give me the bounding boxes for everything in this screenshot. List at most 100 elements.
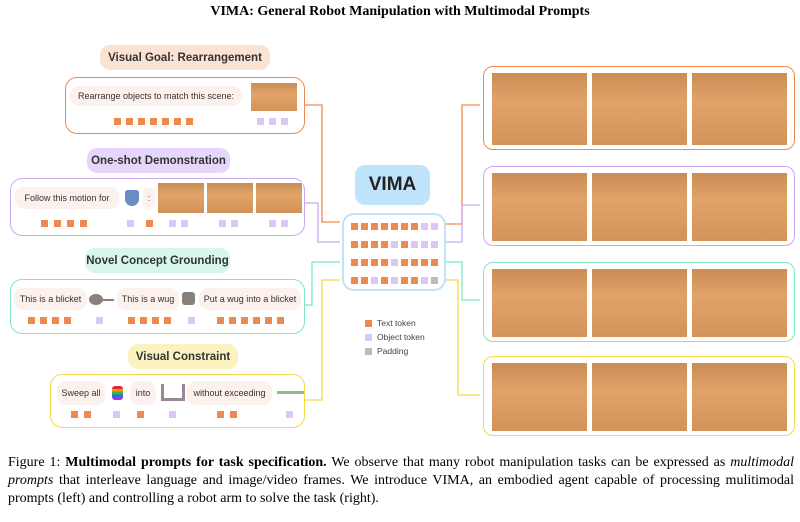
object-token (269, 220, 276, 227)
rollout-frame (591, 72, 688, 146)
rollout-frame (591, 172, 688, 242)
prompt-text: This is a blicket (14, 288, 87, 310)
legend-padding: Padding (365, 346, 425, 356)
text-token (71, 411, 78, 418)
legend: Text token Object token Padding (365, 318, 425, 356)
novel-concept-prompt: This is a blicket This is a wug Put a wu… (10, 279, 305, 334)
text-token (401, 223, 408, 230)
object-token (257, 118, 264, 125)
rollout-novel-concept (483, 262, 795, 342)
text-token (84, 411, 91, 418)
text-token (164, 317, 171, 324)
text-token (126, 118, 133, 125)
line-constraint-icon (277, 391, 304, 394)
rollout-frame (691, 268, 788, 338)
text-token (411, 223, 418, 230)
text-token (361, 259, 368, 266)
object-token (391, 277, 398, 284)
text-token (351, 259, 358, 266)
text-token (431, 259, 438, 266)
text-token (381, 259, 388, 266)
text-token (241, 317, 248, 324)
object-token (113, 411, 120, 418)
visual-constraint-label: Visual Constraint (128, 344, 238, 369)
prompt-text: into (130, 381, 156, 405)
text-token (361, 277, 368, 284)
prompt-text: Put a wug into a blicket (199, 288, 301, 310)
text-token (186, 118, 193, 125)
object-token (431, 223, 438, 230)
text-token (351, 223, 358, 230)
text-token (128, 317, 135, 324)
blicket-icon (89, 294, 103, 305)
text-token (174, 118, 181, 125)
figure-caption: Figure 1: Multimodal prompts for task sp… (8, 455, 794, 507)
demo-frame (157, 182, 205, 214)
object-token (421, 277, 428, 284)
legend-text-token: Text token (365, 318, 425, 328)
rollout-frame (691, 362, 788, 432)
connector-arrows (305, 104, 480, 401)
object-token (281, 220, 288, 227)
object-token (421, 241, 428, 248)
text-token (137, 411, 144, 418)
visual-constraint-prompt: Sweep all into without exceeding (50, 374, 305, 428)
stacked-objects-icon (112, 386, 123, 400)
text-token (41, 220, 48, 227)
object-token (169, 220, 176, 227)
text-token (150, 118, 157, 125)
text-token (351, 241, 358, 248)
text-token (371, 223, 378, 230)
object-token (391, 241, 398, 248)
text-token (230, 411, 237, 418)
prompt-text: Rearrange objects to match this scene: (70, 86, 242, 106)
text-token (421, 259, 428, 266)
rollout-frame (591, 362, 688, 432)
text-token (217, 317, 224, 324)
text-token (28, 317, 35, 324)
text-token (277, 317, 284, 324)
object-token (371, 277, 378, 284)
colon: : (143, 187, 155, 209)
rollout-frame (491, 172, 588, 242)
text-token (54, 220, 61, 227)
object-token (181, 220, 188, 227)
one-shot-prompt: Follow this motion for : (10, 178, 305, 236)
text-token (351, 277, 358, 284)
legend-object-token: Object token (365, 332, 425, 342)
text-token (411, 277, 418, 284)
text-token (52, 317, 59, 324)
text-token (152, 317, 159, 324)
text-token (114, 118, 121, 125)
token-matrix (342, 213, 446, 291)
object-token (169, 411, 176, 418)
wug-icon (182, 292, 195, 305)
object-token (219, 220, 226, 227)
text-token (401, 277, 408, 284)
text-token (391, 223, 398, 230)
text-token (229, 317, 236, 324)
visual-goal-label: Visual Goal: Rearrangement (100, 45, 270, 70)
text-token (64, 317, 71, 324)
object-token (391, 259, 398, 266)
demo-frame (255, 182, 303, 214)
vima-label: VIMA (355, 165, 430, 205)
object-token (411, 241, 418, 248)
rollout-frame (691, 172, 788, 242)
text-token (40, 317, 47, 324)
demo-frame (206, 182, 254, 214)
text-token (265, 317, 272, 324)
rollout-frame (491, 268, 588, 338)
visual-goal-prompt: Rearrange objects to match this scene: (65, 77, 305, 134)
rollout-one-shot (483, 166, 795, 246)
rollout-frame (491, 362, 588, 432)
object-token (431, 277, 438, 284)
prompt-text: without exceeding (187, 381, 272, 405)
text-token (371, 241, 378, 248)
text-token (381, 241, 388, 248)
novel-concept-label: Novel Concept Grounding (85, 248, 230, 273)
rollout-visual-goal (483, 66, 795, 150)
text-token (401, 259, 408, 266)
text-token (381, 223, 388, 230)
rollout-visual-constraint (483, 356, 795, 436)
